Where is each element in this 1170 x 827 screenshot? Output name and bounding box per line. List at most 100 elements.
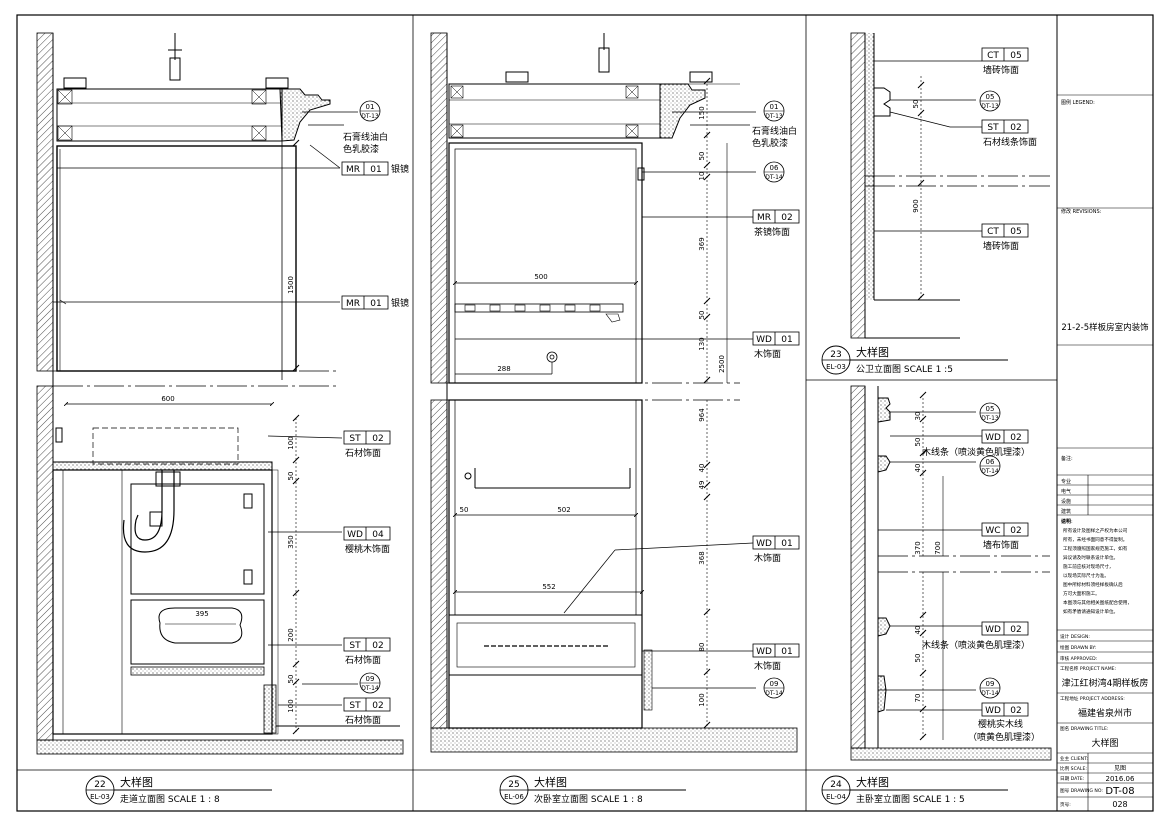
tb-date: 2016.06 — [1106, 775, 1135, 783]
drawing-title: 大样图 — [534, 775, 567, 789]
material-code: ST — [349, 641, 361, 651]
tb-note-title: 说明: — [1061, 518, 1073, 525]
ref-sheet: DT-13 — [765, 113, 783, 120]
pendant-light — [169, 57, 181, 81]
dimension-value: 288 — [497, 365, 510, 373]
tb-scale-label: 比例 SCALE: — [1060, 765, 1087, 772]
annotation-note: 木线条（喷淡黄色肌理漆） — [922, 446, 1030, 458]
wall-section — [850, 32, 866, 339]
tb-revisions-label: 修改 REVISIONS: — [1061, 208, 1102, 215]
dimension-value: 40 — [914, 464, 922, 473]
ref-number: 05 — [986, 405, 995, 413]
dimension-value: 502 — [557, 506, 570, 514]
material-number: 01 — [781, 647, 792, 657]
drawing-title: 大样图 — [120, 775, 153, 789]
ref-sheet: DT-14 — [981, 690, 999, 697]
ref-number: 06 — [986, 458, 995, 466]
dimension-value: 900 — [912, 199, 920, 212]
tb-drawing-no: DT-08 — [1105, 786, 1134, 797]
tb-sign-row: 设施 — [1061, 498, 1071, 505]
tb-note-line: 所有，未经书面同意不得复制。 — [1063, 536, 1127, 543]
material-tag: WD 04 樱桃木饰面 — [343, 526, 391, 555]
material-note: 木饰面 — [754, 348, 781, 360]
tb-client-label: 业主 CLIENT: — [1060, 755, 1088, 762]
material-code: WD — [347, 530, 363, 540]
ref-number: 06 — [770, 164, 779, 172]
ref-sheet: DT-14 — [981, 468, 999, 475]
material-note: 银镜 — [391, 297, 409, 309]
dimension-value: 50 — [460, 506, 469, 514]
tb-address-label: 工程地址 PROJECT ADDRESS: — [1060, 695, 1125, 702]
material-note: 石材线条饰面 — [983, 136, 1037, 148]
dimension-value: 30 — [914, 412, 922, 421]
material-note: 石材饰面 — [345, 447, 381, 459]
dimension-value: 500 — [534, 273, 547, 281]
tb-note-line: 工程须遵照国家规范施工，如有 — [1063, 545, 1128, 552]
tb-note-line: 图中所标材料须经样板确认后 — [1063, 581, 1123, 588]
stone-moulding — [873, 87, 891, 117]
ceiling-soffit — [448, 83, 661, 139]
material-code: WD — [756, 647, 772, 657]
title-block — [1056, 14, 1154, 812]
dimension-value: 70 — [914, 694, 922, 703]
tb-scale: 见图 — [1114, 765, 1126, 772]
material-note: 樱桃木饰面 — [345, 543, 390, 555]
wood-moulding — [877, 617, 891, 637]
material-number: 02 — [1010, 625, 1021, 635]
folded-towel — [158, 607, 243, 644]
material-code: ST — [987, 123, 999, 133]
tb-project-name: 津江红树湾4期样板房 — [1062, 677, 1149, 689]
annotation-note: 樱桃实木线 — [978, 718, 1023, 730]
tb-sign-row: 结构 — [1061, 518, 1071, 525]
tb-drawing-no-label: 图号 DRAWING NO: — [1060, 788, 1103, 794]
mirror-panel — [56, 145, 297, 372]
dimension-value: 50 — [287, 675, 295, 684]
dimension-value: 369 — [698, 237, 706, 250]
dimension-value: 350 — [287, 535, 295, 548]
material-number: 05 — [1010, 51, 1021, 61]
sink-trap — [134, 470, 163, 541]
annotation-note: 石膏线油白 — [343, 131, 388, 143]
tb-note-line: 施工前应核对现场尺寸， — [1063, 563, 1114, 570]
wardrobe-lower — [448, 399, 643, 729]
material-code: WD — [985, 625, 1001, 635]
tb-note-line: 所有设计及图样之产权为本公司 — [1063, 527, 1128, 534]
tb-date-label: 日期 DATE: — [1060, 776, 1085, 782]
material-number: 01 — [781, 335, 792, 345]
panel-25-elevation — [430, 32, 798, 753]
dimension-value: 552 — [542, 583, 555, 591]
ref-number: 09 — [770, 680, 779, 688]
dimension-value: 100 — [287, 436, 295, 449]
drawing-number: 24 — [830, 780, 842, 790]
material-note: 木饰面 — [754, 660, 781, 672]
material-code: CT — [987, 227, 999, 237]
tb-sign-row: 电气 — [1061, 488, 1071, 495]
tb-page-label: 页号: — [1060, 802, 1071, 808]
drawing-subtitle: 次卧室立面图 SCALE 1 : 8 — [534, 793, 643, 805]
wall-section — [850, 385, 866, 749]
tb-sign-row: 专业 — [1061, 478, 1071, 485]
wall-section — [430, 32, 448, 384]
drawing-title: 大样图 — [856, 775, 889, 789]
wall-section — [36, 385, 54, 741]
tb-page: 028 — [1112, 800, 1127, 809]
annotation-note: 石膏线油白 — [752, 125, 797, 137]
dimension-value: 368 — [698, 551, 706, 564]
material-number: 02 — [372, 434, 383, 444]
material-number: 02 — [372, 641, 383, 651]
tb-title-label: 图名 DRAWING TITLE: — [1060, 725, 1109, 732]
material-number: 04 — [372, 530, 384, 540]
dimension-value: 50 — [912, 100, 920, 109]
